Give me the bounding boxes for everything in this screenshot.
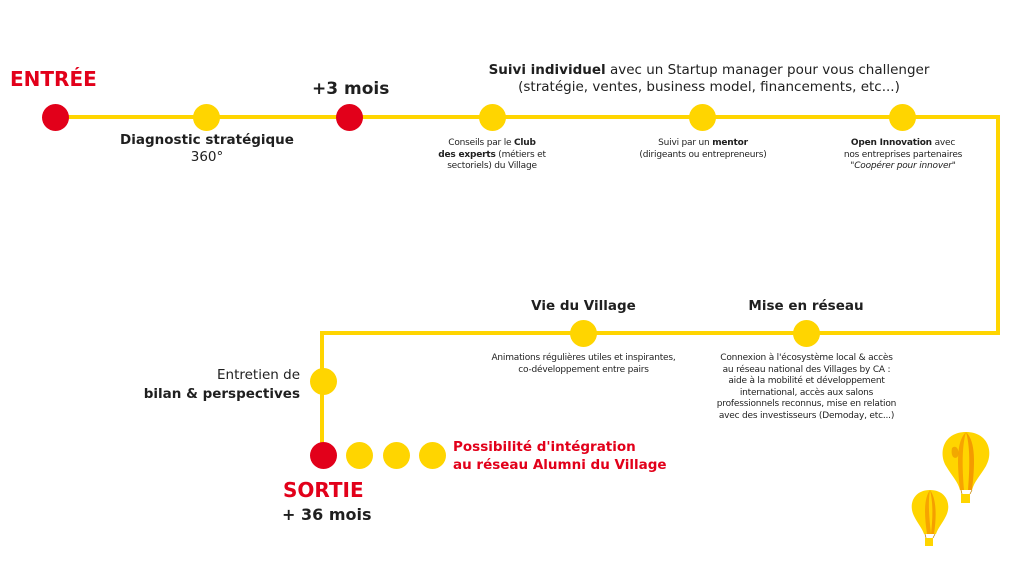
timeline-top-line [55,115,1000,119]
entry-label: ENTRÉE [10,67,97,91]
exit-label: SORTIE [283,478,364,502]
entretien-line-2: bilan & perspectives [143,386,300,402]
timeline-middle-line [320,331,1000,335]
entretien-line-1: Entretien de [216,367,300,383]
vie-village-dot [570,320,597,347]
reseau-line-3: aide à la mobilité et développement [728,376,885,386]
diagnostic-title: Diagnostic stratégique [120,132,294,148]
alumni-line-2: au réseau Alumni du Village [453,457,667,473]
reseau-description: Connexion à l'écosystème local & accès a… [700,353,913,422]
mentor-line-2: (dirigeants ou entrepreneurs) [639,149,767,160]
small-balloon [911,490,949,546]
club-line-2: des experts (métiers et [438,149,546,160]
alumni-dot-1 [346,442,373,469]
suivi-line-2: (stratégie, ventes, business model, fina… [518,79,900,95]
entretien-dot [310,368,337,395]
mentor-line-1: Suivi par un mentor [658,138,748,148]
suivi-label: Suivi individuel avec un Startup manager… [470,62,948,96]
vie-village-title: Vie du Village [531,298,636,314]
club-dot [479,104,506,131]
open-innovation-line-2: nos entreprises partenaires [843,149,963,160]
reseau-line-4: international, accès aux salons [739,387,874,398]
club-line-3: sectoriels) du Village [447,161,537,171]
large-balloon [942,432,990,503]
reseau-dot [793,320,820,347]
entretien-label: Entretien de bilan & perspectives [140,366,300,404]
reseau-line-1: Connexion à l'écosystème local & accès [720,353,893,363]
suivi-line-1: Suivi individuel avec un Startup manager… [488,62,930,78]
alumni-dot-3 [419,442,446,469]
club-line-1: Conseils par le Club [448,138,536,148]
exit-dot [310,442,337,469]
three-months-label: +3 mois [312,79,390,99]
vie-village-line-2: co-développement entre pairs [518,364,649,375]
reseau-line-6: avec des investisseurs (Demoday, etc...) [718,410,895,421]
open-innovation-dot [889,104,916,131]
diagnostic-label: Diagnostic stratégique 360° [110,132,304,166]
exit-duration: + 36 mois [282,505,372,524]
mentor-label: Suivi par un mentor (dirigeants ou entre… [623,138,783,161]
diagnostic-dot [193,104,220,131]
alumni-label: Possibilité d'intégration au réseau Alum… [453,438,667,474]
reseau-line-5: professionnels reconnus, mise en relatio… [716,399,897,409]
diagnostic-subtitle: 360° [190,149,224,165]
alumni-dot-2 [383,442,410,469]
vie-village-line-1: Animations régulières utiles et inspiran… [491,353,676,363]
open-innovation-label: Open Innovation avec nos entreprises par… [832,138,974,173]
vie-village-description: Animations régulières utiles et inspiran… [480,353,687,376]
timeline-right-line [996,115,1000,335]
open-innovation-line-3: "Coopérer pour innover" [850,161,956,171]
alumni-line-1: Possibilité d'intégration [453,439,636,455]
reseau-title: Mise en réseau [748,298,864,314]
entry-dot [42,104,69,131]
three-months-dot [336,104,363,131]
club-label: Conseils par le Club des experts (métier… [432,138,552,173]
hot-air-balloon-icon [911,432,990,546]
open-innovation-line-1: Open Innovation avec [850,138,956,148]
reseau-line-2: au réseau national des Villages by CA : [722,364,891,375]
mentor-dot [689,104,716,131]
